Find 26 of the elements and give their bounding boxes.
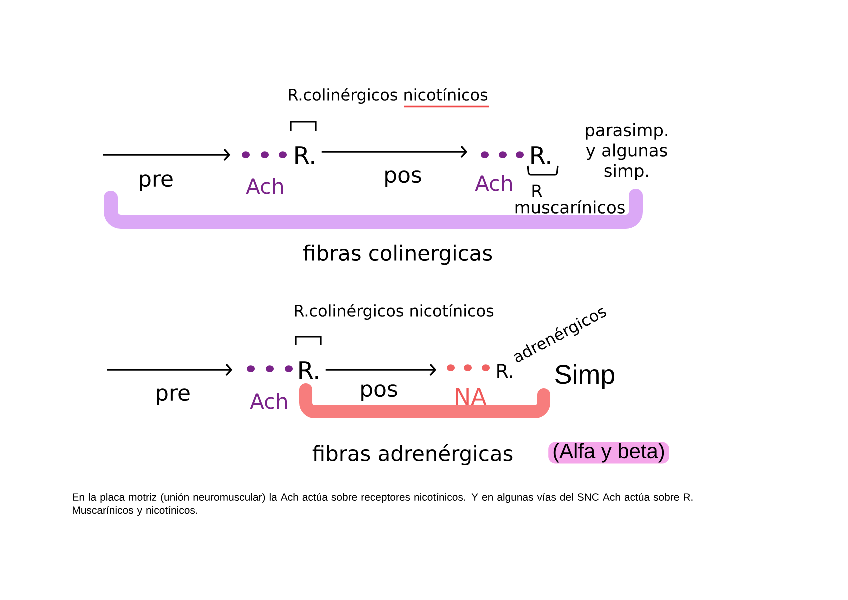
receptor-label: R. [300, 362, 318, 379]
edge-label: pos [358, 384, 400, 402]
receptor-caption: R.colinérgicos nicotínicos [289, 88, 488, 104]
group-label: fibras colinergicas [303, 244, 492, 266]
neurotransmitter-label: Ach [475, 175, 512, 192]
note: parasimp. y algunas simp. [586, 123, 668, 180]
receptor-caption: R [532, 184, 542, 198]
receptor-caption: R.colinérgicos nicotínicos [295, 304, 494, 320]
neurotransmitter-label: NA [456, 388, 487, 405]
neurotransmitter-label: Ach [250, 393, 288, 410]
arrow [322, 146, 468, 158]
group-label: fibras adrenérgicas [312, 444, 513, 466]
edge-label: pos [382, 170, 424, 188]
arrow [326, 364, 437, 376]
receptor-label: R. [498, 364, 512, 378]
arrow [107, 364, 233, 376]
receptor-caption: muscarínicos [516, 200, 625, 214]
highlighted-note: (Alfa y beta) [548, 442, 670, 464]
arrow [103, 148, 231, 162]
receptor-label: R. [296, 146, 314, 164]
neurotransmitter-label: Ach [246, 178, 284, 194]
caption: En la placa motriz (unión neuromuscular) la Ach actúa sobre receptores nicotínicos. Y en algunas vías del SNC Ach actúa sobre R. Muscarínicos y nicotínicos. [73, 493, 693, 516]
receptor-label: R. [532, 146, 550, 164]
side-label: Simp [556, 364, 614, 390]
edge-label: pre [137, 174, 175, 192]
edge-label: pre [154, 388, 192, 406]
